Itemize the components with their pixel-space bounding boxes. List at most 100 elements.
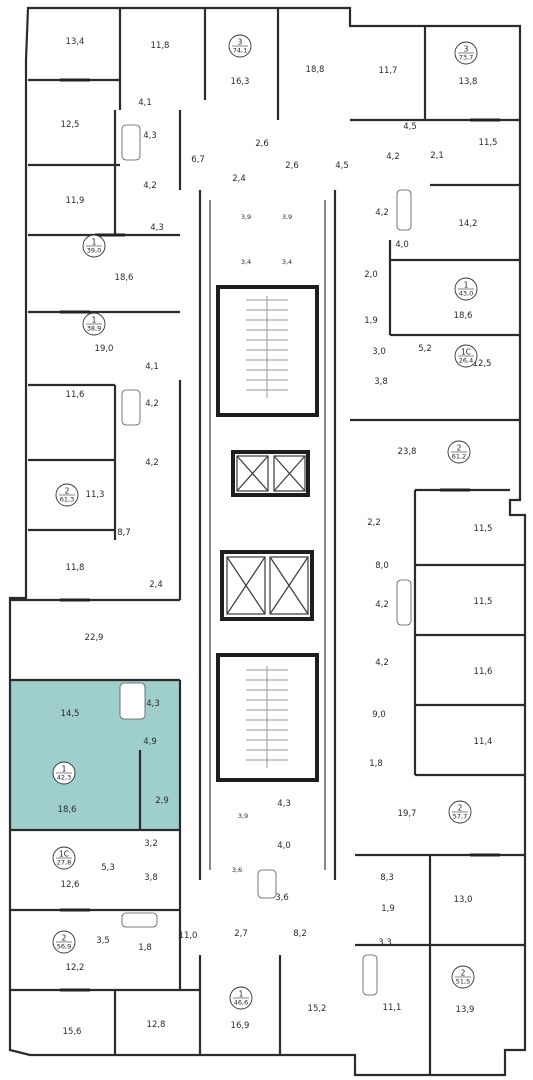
apartment-badge[interactable]: 251,5 <box>451 965 475 989</box>
room-area-label: 11,9 <box>66 196 85 206</box>
room-area-label: 4,3 <box>277 799 291 809</box>
room-area-label: 6,7 <box>191 155 205 165</box>
room-area-label: 2,0 <box>364 270 378 280</box>
apartment-room-count: 1 <box>92 238 97 247</box>
apartment-badge[interactable]: 138,9 <box>82 312 106 336</box>
apartment-badge[interactable]: 146,6 <box>229 986 253 1010</box>
room-area-label: 11,5 <box>479 138 498 148</box>
room-area-label: 2,6 <box>285 161 299 171</box>
room-area-label: 23,8 <box>398 447 417 457</box>
apartment-total-area: 38,9 <box>87 325 101 333</box>
room-area-label: 3,4 <box>282 258 292 266</box>
room-area-label: 1,9 <box>364 316 378 326</box>
room-area-label: 12,2 <box>66 963 85 973</box>
apartment-badge[interactable]: 256,9 <box>52 930 76 954</box>
room-area-label: 3,9 <box>241 213 251 221</box>
apartment-total-area: 51,5 <box>456 978 470 986</box>
room-area-label: 3,2 <box>144 839 158 849</box>
room-area-label: 12,5 <box>473 359 492 369</box>
room-area-label: 18,6 <box>58 805 77 815</box>
room-area-label: 18,6 <box>115 273 134 283</box>
room-area-label: 12,8 <box>147 1020 166 1030</box>
stair-core-bottom <box>216 653 319 782</box>
apartment-room-count: 1С <box>59 850 69 859</box>
apartment-room-count: 3 <box>464 45 469 54</box>
apartment-total-area: 39,0 <box>87 247 101 255</box>
apartment-badge[interactable]: 139,0 <box>82 234 106 258</box>
room-area-label: 16,9 <box>231 1021 250 1031</box>
room-area-label: 4,2 <box>386 152 400 162</box>
apartment-total-area: 61,3 <box>60 496 74 504</box>
apartment-room-count: 2 <box>65 487 70 496</box>
apartment-badge[interactable]: 257,7 <box>448 800 472 824</box>
room-area-label: 15,6 <box>63 1027 82 1037</box>
room-area-label: 11,5 <box>474 597 493 607</box>
room-area-label: 12,5 <box>61 120 80 130</box>
window-marks <box>60 78 500 992</box>
room-area-label: 2,4 <box>232 174 246 184</box>
room-area-label: 14,2 <box>459 219 478 229</box>
apartment-room-count: 1 <box>464 281 469 290</box>
apartment-badge[interactable]: 261,3 <box>55 483 79 507</box>
elevator-pair-mid <box>220 550 314 621</box>
room-area-label: 11,0 <box>179 931 198 941</box>
room-area-label: 3,5 <box>96 936 110 946</box>
room-area-label: 4,1 <box>138 98 152 108</box>
elevator-car-3 <box>226 556 266 615</box>
room-area-label: 3,4 <box>241 258 251 266</box>
room-area-label: 11,8 <box>66 563 85 573</box>
room-area-label: 22,9 <box>85 633 104 643</box>
room-area-label: 4,9 <box>143 737 157 747</box>
apartment-room-count: 3 <box>238 38 243 47</box>
highlighted-apartment[interactable] <box>10 680 180 830</box>
room-area-label: 11,8 <box>151 41 170 51</box>
room-area-label: 3,0 <box>372 347 386 357</box>
room-area-label: 4,2 <box>145 399 159 409</box>
room-area-label: 3,9 <box>282 213 292 221</box>
elevator-car-4 <box>269 556 309 615</box>
apartment-total-area: 74,1 <box>233 47 247 55</box>
apartment-room-count: 1 <box>92 316 97 325</box>
room-area-label: 11,3 <box>86 490 105 500</box>
room-area-label: 4,3 <box>143 131 157 141</box>
apartment-total-area: 27,8 <box>57 859 71 867</box>
room-area-label: 5,2 <box>418 344 432 354</box>
elevator-pair-top <box>231 450 310 497</box>
apartment-total-area: 46,6 <box>234 999 248 1007</box>
elevator-cross-2 <box>273 455 306 492</box>
room-area-label: 13,8 <box>459 77 478 87</box>
room-area-label: 4,0 <box>277 841 291 851</box>
room-area-label: 11,1 <box>383 1003 402 1013</box>
room-area-label: 9,0 <box>372 710 386 720</box>
room-area-label: 8,7 <box>117 528 131 538</box>
room-area-label: 13,9 <box>456 1005 475 1015</box>
apartment-total-area: 43,0 <box>459 290 473 298</box>
apartment-total-area: 56,9 <box>57 943 71 951</box>
elevator-cross-1 <box>236 455 269 492</box>
room-area-label: 4,2 <box>143 181 157 191</box>
room-area-label: 8,0 <box>375 561 389 571</box>
room-area-label: 13,0 <box>454 895 473 905</box>
room-area-label: 2,9 <box>155 796 169 806</box>
apartment-badge[interactable]: 374,1 <box>228 34 252 58</box>
room-area-label: 1,8 <box>369 759 383 769</box>
room-area-label: 19,7 <box>398 809 417 819</box>
apartment-badge[interactable]: 142,3 <box>52 761 76 785</box>
room-area-label: 15,2 <box>308 1004 327 1014</box>
room-area-label: 3,8 <box>144 873 158 883</box>
room-area-label: 8,2 <box>293 929 307 939</box>
room-area-label: 2,2 <box>367 518 381 528</box>
apartment-total-area: 26,4 <box>459 357 473 365</box>
apartment-badge[interactable]: 143,0 <box>454 277 478 301</box>
room-area-label: 4,2 <box>145 458 159 468</box>
room-area-label: 4,5 <box>403 122 417 132</box>
apartment-badge[interactable]: 261,2 <box>447 440 471 464</box>
room-area-label: 18,6 <box>454 311 473 321</box>
stair-treads <box>246 296 288 768</box>
apartment-badge[interactable]: 373,7 <box>454 41 478 65</box>
room-area-label: 2,4 <box>149 580 163 590</box>
